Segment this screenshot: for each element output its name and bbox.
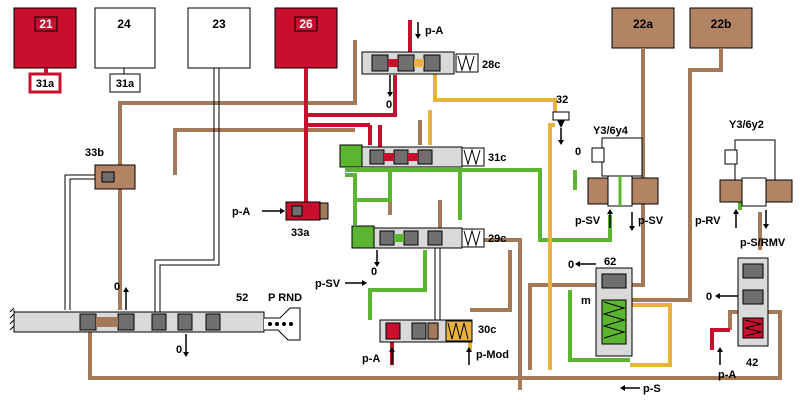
arrowhead-32-0 — [558, 140, 564, 145]
label-30c: 30c — [478, 324, 496, 336]
svg-text:22b: 22b — [711, 17, 732, 31]
box-31a-white: 31a — [109, 68, 141, 93]
label-52: 52 — [236, 292, 248, 304]
box-26: 26 — [274, 7, 338, 69]
arrowhead-pS-RMV — [763, 224, 769, 229]
arrowhead-pRV — [733, 209, 739, 214]
label-pSV-29c: p-SV — [315, 278, 341, 290]
label-pRV: p-RV — [695, 215, 721, 227]
green-lines — [345, 168, 742, 362]
arrowhead-pSV-y4-left — [607, 209, 613, 214]
valve-28c — [361, 51, 479, 75]
solenoid-y3-6y2 — [719, 139, 793, 207]
label-y3-6y4: Y3/6y4 — [593, 125, 629, 137]
solenoid-y3-6y4 — [587, 137, 659, 207]
arrowhead-main-0-down — [183, 352, 189, 357]
brown-lines — [88, 40, 782, 390]
label-pS-bottom: p-S — [643, 383, 661, 395]
label-main-zero-down: 0 — [176, 344, 182, 356]
svg-text:26: 26 — [299, 17, 313, 31]
label-32: 32 — [556, 94, 568, 106]
label-62: 62 — [604, 256, 616, 268]
label-pA-33a: p-A — [232, 206, 250, 218]
svg-text:21: 21 — [39, 17, 53, 31]
svg-text:24: 24 — [117, 17, 131, 31]
arrowhead-29c-0 — [374, 262, 380, 267]
label-29c: 29c — [488, 233, 506, 245]
label-32-zero: 0 — [575, 146, 581, 158]
arrowhead-pSV-y4-right — [629, 226, 635, 231]
label-pS-RMV: p-S/RMV — [740, 237, 786, 249]
label-pA-30c: p-A — [362, 353, 380, 365]
svg-text:31a: 31a — [116, 78, 135, 90]
yellow-lines — [428, 60, 672, 370]
svg-text:23: 23 — [212, 17, 226, 31]
label-28c-zero: 0 — [386, 99, 392, 111]
label-42-zero: 0 — [706, 291, 712, 303]
label-pSV-y4-left: p-SV — [575, 215, 601, 227]
label-m: m — [581, 295, 591, 307]
arrowhead-main-0-up — [123, 287, 129, 292]
label-pA-42: p-A — [718, 369, 736, 381]
label-main-zero-up: 0 — [114, 281, 120, 293]
arrowhead-42-0 — [715, 293, 720, 299]
label-29c-zero: 0 — [371, 266, 377, 278]
valve-30c — [379, 319, 473, 343]
label-33a: 33a — [291, 227, 310, 239]
valve-29c — [351, 225, 485, 249]
arrowhead-28c-0 — [387, 92, 393, 97]
box-22b: 22b — [689, 7, 753, 49]
arrowhead-pA-33a — [280, 208, 285, 214]
manual-valve-body — [9, 307, 301, 341]
label-31c: 31c — [488, 152, 506, 164]
box-24: 24 — [94, 7, 156, 69]
label-pA-top: p-A — [425, 25, 443, 37]
label-62-zero: 0 — [568, 259, 574, 271]
valve-62 — [595, 267, 633, 357]
label-pMod: p-Mod — [476, 349, 509, 361]
valve-33b — [94, 164, 136, 190]
arrowhead-62-0 — [575, 261, 580, 267]
label-prnd: P RND — [268, 292, 302, 304]
valve-42 — [737, 257, 769, 347]
arrowhead-pSV-29c — [362, 280, 367, 286]
svg-text:31a: 31a — [36, 78, 55, 90]
label-42: 42 — [746, 357, 758, 369]
valve-33a — [285, 201, 329, 221]
valve-31c — [339, 144, 485, 168]
valve-32 — [552, 111, 570, 140]
box-23: 23 — [187, 7, 251, 69]
box-21: 21 — [13, 7, 77, 69]
box-31a-red: 31a — [28, 68, 62, 94]
arrowhead-pA-30c — [389, 347, 395, 352]
arrowhead-pMod — [466, 347, 472, 352]
arrowhead-pS-bottom — [620, 385, 625, 391]
svg-text:22a: 22a — [633, 17, 653, 31]
arrowhead-pA-top — [415, 34, 421, 39]
label-pSV-y4-right: p-SV — [638, 215, 664, 227]
label-28c: 28c — [482, 59, 500, 71]
label-33b: 33b — [85, 147, 104, 159]
box-22a: 22a — [611, 7, 675, 49]
arrowhead-pA-42 — [717, 347, 723, 352]
label-y3-6y2: Y3/6y2 — [729, 119, 764, 131]
